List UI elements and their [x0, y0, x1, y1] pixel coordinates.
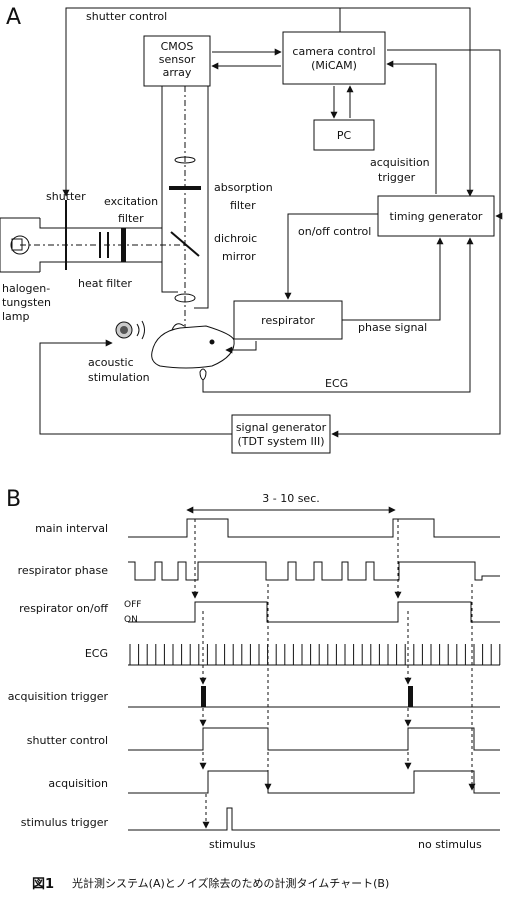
row-label-shutter-control: shutter control: [27, 734, 108, 747]
camera-control-label-2: (MiCAM): [311, 59, 357, 72]
cmos-label-3: array: [163, 66, 192, 79]
absorption-filter-label-2: filter: [230, 199, 256, 212]
signal-generator-label-1: signal generator: [236, 421, 327, 434]
absorption-filter-bar: [169, 186, 201, 190]
signal-generator-label-2: (TDT system III): [238, 435, 325, 448]
absorption-filter-label-1: absorption: [214, 181, 273, 194]
lamp-label-3: lamp: [2, 310, 30, 323]
lamp-label-2: tungsten: [2, 296, 51, 309]
cmos-label-2: sensor: [159, 53, 196, 66]
timing-generator-label: timing generator: [390, 210, 483, 223]
on-off-control-label: on/off control: [298, 225, 371, 238]
cmos-label-1: CMOS: [161, 40, 194, 53]
wave-respirator-phase: [128, 561, 500, 581]
wave-shutter-control: [128, 727, 500, 751]
row-label-respirator-on-off: respirator on/off: [19, 602, 108, 615]
acoustic-stimulation-label-2: stimulation: [88, 371, 150, 384]
wave-stimulus-trigger: [128, 807, 500, 831]
acq-trigger-pulse-1: [201, 686, 206, 707]
wave-acquisition: [128, 770, 500, 794]
phase-signal-label: phase signal: [358, 321, 427, 334]
wave-main-interval: [128, 518, 500, 538]
row-label-acquisition-trigger: acquisition trigger: [8, 690, 109, 703]
dichroic-mirror-label-2: mirror: [222, 250, 256, 263]
row-label-stimulus-trigger: stimulus trigger: [21, 816, 109, 829]
ecg-spikes: [129, 644, 501, 665]
off-label: OFF: [124, 600, 141, 610]
acquisition-trigger-label-2: trigger: [378, 171, 416, 184]
excitation-filter-bar: [121, 228, 126, 262]
pc-box: [313, 119, 375, 151]
cmos-box: [143, 35, 211, 87]
row-label-acquisition: acquisition: [48, 777, 108, 790]
acquisition-trigger-label-1: acquisition: [370, 156, 430, 169]
panel-b-letter: B: [6, 487, 21, 512]
on-label: ON: [124, 615, 138, 625]
dichroic-mirror: [170, 231, 200, 257]
lamp-assembly: [0, 200, 185, 273]
acoustic-stimulation-label-1: acoustic: [88, 356, 134, 369]
camera-control-label-1: camera control: [292, 45, 375, 58]
dashed-arrows: [191, 519, 476, 829]
respirator-label: respirator: [261, 314, 315, 327]
row-label-main-interval: main interval: [35, 522, 108, 535]
pc-label: PC: [337, 129, 352, 142]
timing-waveforms: [128, 518, 500, 831]
panel-a-letter: A: [6, 5, 21, 30]
excitation-filter-label-2: filter: [118, 212, 144, 225]
heat-filter-label: heat filter: [78, 277, 132, 290]
ecg-label: ECG: [325, 377, 348, 390]
acq-trigger-pulse-2: [408, 686, 413, 707]
excitation-filter-label-1: excitation: [104, 195, 158, 208]
ecg-electrode-icon: [199, 368, 207, 381]
stimulus-label: stimulus: [209, 838, 256, 851]
row-label-ecg: ECG: [85, 647, 108, 660]
microscope-tube: [161, 86, 209, 345]
panel-a-connectors: [39, 7, 503, 438]
camera-control-box: [282, 31, 386, 85]
caption-text: 光計測システム(A)とノイズ除去のための計測タイムチャート(B): [72, 876, 389, 890]
lamp-filament: [11, 238, 23, 251]
wave-respirator-on-off: [128, 601, 500, 623]
lamp-bulb: [10, 235, 30, 255]
interval-label: 3 - 10 sec.: [262, 492, 320, 505]
lamp-label-1: halogen-: [2, 282, 50, 295]
dichroic-mirror-label-1: dichroic: [214, 232, 257, 245]
caption-label: 図1: [32, 877, 54, 892]
row-label-respirator-phase: respirator phase: [18, 564, 109, 577]
no-stimulus-label: no stimulus: [418, 838, 482, 851]
shutter-control-label: shutter control: [86, 10, 167, 23]
animal-illustration: [115, 320, 235, 381]
